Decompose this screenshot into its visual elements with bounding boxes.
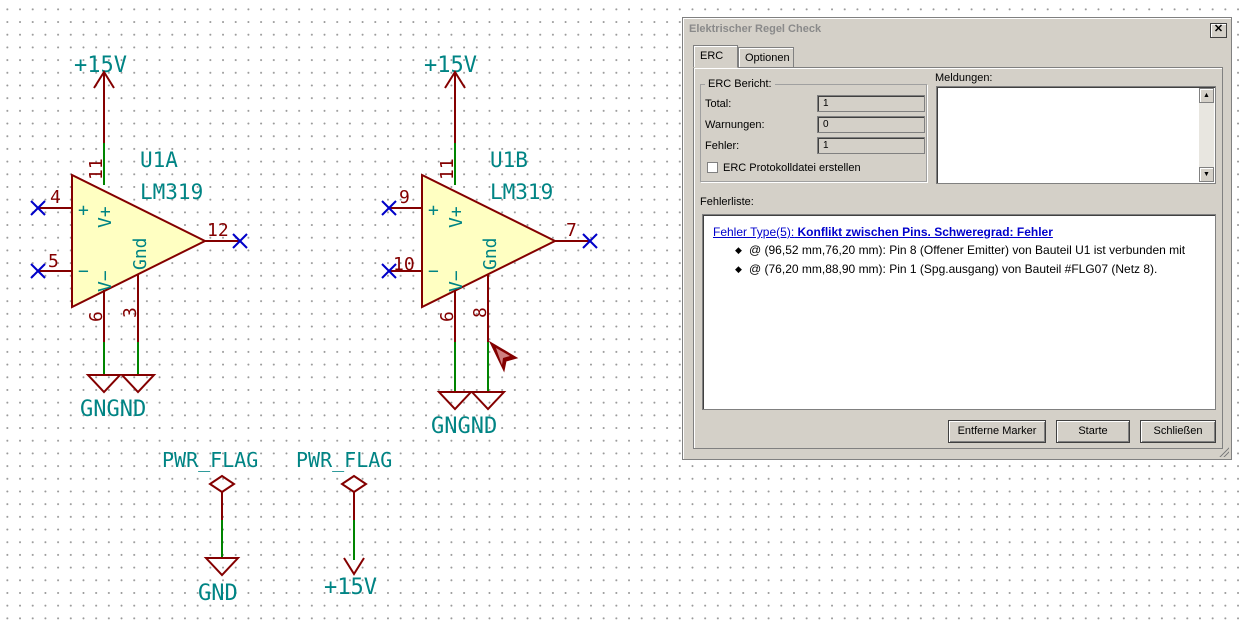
pwr-flag-2-label: PWR_FLAG	[296, 448, 392, 472]
dialog-title: Elektrischer Regel Check	[689, 23, 822, 35]
errors-label: Fehler:	[705, 140, 740, 152]
u1b-pin6-number: 6	[437, 311, 458, 322]
total-field: 1	[817, 95, 925, 112]
u1a-pin11-number: 11	[86, 158, 107, 180]
u1b-pin7-number: 7	[566, 220, 577, 241]
erc-dialog: Elektrischer Regel Check ✕ ERC Optionen …	[682, 17, 1232, 460]
u1a-pin5-number: 5	[48, 251, 59, 272]
u1a-noconnect-pin5-icon	[30, 263, 46, 279]
u1a-opamp-body[interactable]	[71, 173, 208, 309]
u1b-noconnect-pin9-icon	[381, 200, 397, 216]
u1b-component[interactable]: +15V GNGND U1B LM319 9 10 7 11 6	[381, 53, 598, 439]
u1a-vplus-label: V+	[95, 206, 116, 228]
u1b-opamp-body[interactable]	[421, 173, 558, 309]
tab-panel	[693, 67, 1223, 449]
bullet-icon: ◆	[735, 245, 742, 255]
u1a-noconnect-pin4-icon	[30, 200, 46, 216]
u1b-value-label: LM319	[490, 180, 553, 204]
error-type-prefix[interactable]: Fehler Type(5):	[713, 225, 795, 239]
pwr-flag-2-arrow-icon	[343, 557, 365, 576]
close-icon[interactable]: ✕	[1210, 23, 1227, 38]
u1b-power-label: +15V	[424, 53, 477, 78]
u1a-pin6-number: 6	[86, 311, 107, 322]
u1b-pin10-number: 10	[393, 254, 415, 275]
u1a-pin12-number: 12	[207, 220, 229, 241]
total-label: Total:	[705, 98, 732, 110]
pwr-flag-2-diamond-icon	[340, 474, 368, 494]
messages-label: Meldungen:	[935, 72, 993, 84]
u1b-gnd-symbol-right	[469, 391, 507, 411]
scroll-down-icon[interactable]: ▼	[1199, 167, 1214, 182]
u1a-pin3-number: 3	[120, 307, 141, 318]
u1a-ref-label: U1A	[140, 148, 178, 172]
error-list-item[interactable]: ◆ @ (76,20 mm,88,90 mm): Pin 1 (Spg.ausg…	[713, 262, 1205, 277]
erc-marker-highlight	[496, 348, 510, 365]
u1a-plus-symbol: +	[78, 200, 89, 221]
error-list-item[interactable]: ◆ @ (96,52 mm,76,20 mm): Pin 8 (Offener …	[713, 243, 1205, 258]
erc-logfile-label[interactable]: ERC Protokolldatei erstellen	[723, 162, 861, 174]
error-list[interactable]: Fehler Type(5): Konflikt zwischen Pins. …	[702, 214, 1216, 410]
u1a-pin4-number: 4	[50, 187, 61, 208]
warnings-field: 0	[817, 116, 925, 133]
u1b-noconnect-pin10-icon	[381, 263, 397, 279]
u1b-noconnect-pin7-icon	[582, 233, 598, 249]
u1a-power-label: +15V	[74, 53, 127, 78]
messages-scrollbar[interactable]: ▲ ▼	[1199, 88, 1214, 182]
u1b-gnd-pin-label: Gnd	[480, 237, 501, 270]
start-button[interactable]: Starte	[1056, 420, 1130, 443]
u1b-minus-symbol: −	[428, 261, 439, 282]
u1b-gnd-symbol-left	[436, 391, 474, 411]
error-list-item-text: @ (96,52 mm,76,20 mm): Pin 8 (Offener Em…	[749, 243, 1186, 257]
error-list-header[interactable]: Fehler Type(5): Konflikt zwischen Pins. …	[713, 225, 1205, 239]
u1b-pin9-number: 9	[399, 187, 410, 208]
u1b-plus-symbol: +	[428, 200, 439, 221]
erc-logfile-checkbox[interactable]	[707, 162, 718, 173]
warnings-label: Warnungen:	[705, 119, 765, 131]
u1a-gnd-label: GNGND	[80, 397, 146, 422]
pwr-flag-2-net-label: +15V	[324, 575, 377, 600]
remove-markers-button[interactable]: Entferne Marker	[948, 420, 1046, 443]
error-list-item-text: @ (76,20 mm,88,90 mm): Pin 1 (Spg.ausgan…	[749, 262, 1158, 276]
pwr-flag-2[interactable]: PWR_FLAG +15V	[296, 448, 392, 600]
u1a-value-label: LM319	[140, 180, 203, 204]
scroll-up-icon[interactable]: ▲	[1199, 88, 1214, 103]
pwr-flag-1-diamond-icon	[208, 474, 236, 494]
tab-erc[interactable]: ERC	[693, 45, 738, 68]
u1a-minus-symbol: −	[78, 261, 89, 282]
errors-field: 1	[817, 137, 925, 154]
error-type-text[interactable]: Konflikt zwischen Pins. Schweregrad: Feh…	[797, 225, 1053, 239]
erc-report-label: ERC Bericht:	[705, 78, 775, 90]
bullet-icon: ◆	[735, 264, 742, 274]
u1a-gnd-pin-label: Gnd	[130, 237, 151, 270]
u1a-component[interactable]: +15V GNGND U1A LM319 4 5 12 11	[30, 53, 248, 422]
u1a-noconnect-pin12-icon	[232, 233, 248, 249]
u1a-gnd-symbol-right	[119, 374, 157, 394]
messages-textarea[interactable]: ▲ ▼	[936, 86, 1216, 184]
pwr-flag-1-label: PWR_FLAG	[162, 448, 258, 472]
u1b-gnd-label: GNGND	[431, 414, 497, 439]
u1b-pin11-number: 11	[437, 158, 458, 180]
u1a-gnd-symbol-left	[85, 374, 123, 394]
u1b-pin8-number: 8	[470, 307, 491, 318]
u1a-vminus-label: V−	[95, 270, 116, 292]
pwr-flag-1-net-label: GND	[198, 581, 238, 606]
resize-grip-icon[interactable]	[1217, 445, 1229, 457]
u1b-ref-label: U1B	[490, 148, 528, 172]
tab-optionen[interactable]: Optionen	[738, 47, 794, 67]
erc-report-group	[700, 84, 927, 182]
dialog-titlebar[interactable]: Elektrischer Regel Check ✕	[685, 20, 1229, 39]
u1b-vplus-label: V+	[446, 206, 467, 228]
error-list-label: Fehlerliste:	[700, 196, 754, 208]
close-button[interactable]: Schließen	[1140, 420, 1216, 443]
pwr-flag-1[interactable]: PWR_FLAG GND	[162, 448, 258, 606]
u1b-vminus-label: V−	[446, 270, 467, 292]
pwr-flag-1-gnd-symbol	[203, 557, 241, 577]
schematic-canvas[interactable]: +15V GNGND U1A LM319 4 5 12 11	[0, 0, 680, 622]
